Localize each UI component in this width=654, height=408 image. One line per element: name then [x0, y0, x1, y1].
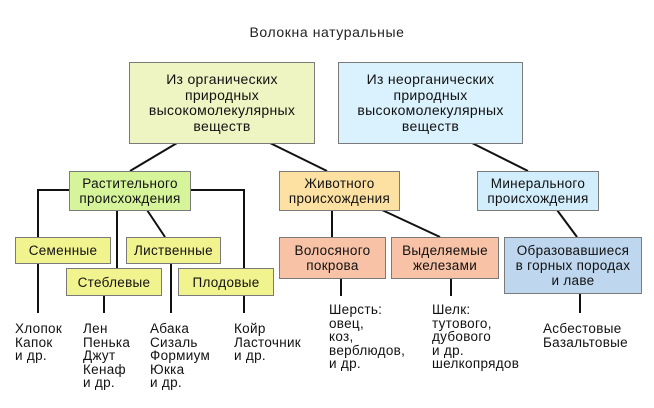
leaf-box: Лиственные [126, 237, 221, 264]
leaf-examples: Абака Сизаль Формиум Юкка и др. [150, 321, 211, 390]
stem-label: Стеблевые [77, 274, 151, 290]
organic-box: Из органических природных высокомолекуля… [129, 62, 315, 144]
stem-examples: Лен Пенька Джут Кенаф и др. [83, 321, 131, 390]
seed-label: Семенные [28, 243, 98, 258]
seed-box: Семенные [15, 237, 111, 264]
hair-examples: Шерсть: овец, коз, верблюдов, и др. [329, 302, 406, 371]
connector-plant-fruit [190, 189, 245, 268]
connector-mineral-rocks [556, 209, 578, 238]
connector-plant-leaf [146, 209, 166, 238]
connector-organic-animal [269, 142, 328, 172]
connector-animal-glands [381, 209, 441, 238]
stem-box: Стеблевые [66, 268, 162, 296]
glands-examples: Шелк: тутового, дубового и др. шелкопряд… [432, 302, 520, 371]
animal-origin-label: Животного происхождения [288, 176, 391, 206]
plant-origin-label: Растительного происхождения [79, 176, 181, 206]
seed-examples: Хлопок Капок и др. [15, 321, 63, 363]
fruit-examples: Койр Ласточник и др. [234, 321, 301, 363]
inorganic-box-label: Из неорганических природных высокомолеку… [357, 71, 504, 134]
mineral-origin-box: Минерального происхождения [477, 171, 599, 211]
glands-label: Выделяемые железами [402, 243, 488, 273]
connector-organic-plant [129, 142, 178, 172]
connector-plant-seed [37, 189, 69, 237]
organic-box-label: Из органических природных высокомолекуля… [148, 71, 296, 134]
rocks-label: Образовавшиеся в горных породах и лаве [515, 243, 631, 288]
rocks-examples: Асбестовые Базальтовые [543, 321, 628, 350]
plant-origin-box: Растительного происхождения [69, 171, 191, 211]
rocks-box: Образовавшиеся в горных породах и лаве [504, 237, 642, 294]
connector-inorganic-mineral [471, 142, 529, 172]
animal-origin-box: Животного происхождения [279, 171, 400, 211]
hair-label: Волосяного покрова [294, 243, 371, 273]
diagram-title: Волокна натуральные [249, 24, 405, 40]
inorganic-box: Из неорганических природных высокомолеку… [338, 62, 523, 144]
glands-box: Выделяемые железами [391, 237, 499, 279]
fruit-label: Плодовые [192, 274, 260, 290]
hair-box: Волосяного покрова [279, 237, 386, 279]
mineral-origin-label: Минерального происхождения [487, 176, 589, 206]
fruit-box: Плодовые [178, 268, 274, 296]
leaf-label: Лиственные [134, 243, 213, 258]
